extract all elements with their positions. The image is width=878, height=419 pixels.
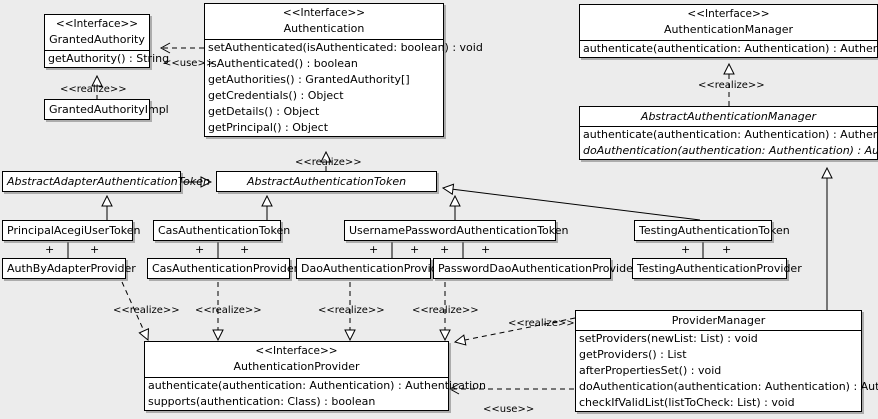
operations-compartment: authenticate(authentication: Authenticat… — [580, 40, 878, 57]
class-name: AbstractAuthenticationToken — [246, 175, 407, 188]
operations-compartment: authenticate(authentication: Authenticat… — [580, 126, 878, 159]
class-name: GrantedAuthority — [49, 33, 145, 46]
association-plus-marker: + — [90, 243, 100, 256]
association-plus-marker: + — [722, 243, 732, 256]
class-authentication-provider[interactable]: <<Interface>> AuthenticationProvider aut… — [144, 341, 486, 411]
class-name: ProviderManager — [671, 314, 766, 327]
class-testing-authentication-token[interactable]: TestingAuthenticationToken — [634, 220, 790, 241]
class-header: <<Interface>> GrantedAuthority — [45, 15, 149, 50]
class-password-dao-authentication-provider[interactable]: PasswordDaoAuthenticationProvider — [433, 258, 638, 279]
operation-item: supports(authentication: Class) : boolea… — [148, 395, 376, 408]
association-plus-marker: + — [45, 243, 55, 256]
operations-compartment: setAuthenticated(isAuthenticated: boolea… — [205, 39, 483, 136]
class-testing-authentication-provider[interactable]: TestingAuthenticationProvider — [632, 258, 802, 279]
class-username-password-authentication-token[interactable]: UsernamePasswordAuthenticationToken — [344, 220, 569, 241]
association-plus-marker: + — [481, 243, 491, 256]
class-name: AbstractAdapterAuthenticationToken — [7, 175, 210, 188]
relationship-label-realize-dao-provider: <<realize>> — [318, 305, 385, 316]
class-header: <<Interface>> AuthenticationManager — [580, 5, 877, 40]
class-name: UsernamePasswordAuthenticationToken — [349, 224, 569, 237]
operation-item: getCredentials() : Object — [208, 89, 344, 102]
class-name: AuthByAdapterProvider — [7, 262, 136, 275]
class-provider-manager[interactable]: ProviderManager setProviders(newList: Li… — [575, 310, 878, 412]
class-granted-authority-impl[interactable]: GrantedAuthorityImpl — [44, 99, 169, 120]
class-name: Authentication — [283, 22, 365, 35]
class-cas-authentication-provider[interactable]: CasAuthenticationProvider — [147, 258, 299, 279]
class-name: PasswordDaoAuthenticationProvider — [438, 262, 638, 275]
operation-item: afterPropertiesSet() : void — [579, 364, 722, 377]
operation-item: getDetails() : Object — [208, 105, 320, 118]
association-plus-marker: + — [440, 243, 450, 256]
relationship-label-realize-abstract-authentication-token: <<realize>> — [295, 157, 362, 168]
relationship-label-use-provider-manager: <<use>> — [483, 404, 535, 415]
class-name: AbstractAuthenticationManager — [640, 110, 817, 123]
operation-item: doAuthentication(authentication: Authent… — [579, 380, 878, 393]
class-authentication[interactable]: <<Interface>> Authentication setAuthenti… — [204, 3, 483, 137]
class-header: <<Interface>> Authentication — [205, 4, 443, 39]
operation-item: getAuthority() : String — [48, 52, 170, 65]
class-name: CasAuthenticationProvider — [152, 262, 299, 275]
relationship-label-realize-auth-by-adapter: <<realize>> — [113, 305, 180, 316]
class-auth-by-adapter-provider[interactable]: AuthByAdapterProvider — [2, 258, 136, 279]
stereotype-label: <<Interface>> — [687, 8, 770, 20]
operations-compartment: getAuthority() : String — [45, 50, 170, 67]
operation-item: getPrincipal() : Object — [208, 121, 329, 134]
class-name: GrantedAuthorityImpl — [49, 103, 169, 116]
relationship-label-realize-granted-authority-impl: <<realize>> — [60, 84, 127, 95]
association-plus-marker: + — [195, 243, 205, 256]
operation-item: authenticate(authentication: Authenticat… — [583, 128, 878, 141]
relationship-label-use-granted-authority: <<use>> — [163, 58, 215, 69]
operation-item: isAuthenticated() : boolean — [208, 57, 358, 70]
class-name: TestingAuthenticationToken — [639, 224, 790, 237]
relationship-label-realize-provider-manager: <<realize>> — [508, 318, 575, 329]
operation-item: checkIfValidList(listToCheck: List) : vo… — [579, 396, 795, 409]
operations-compartment: setProviders(newList: List) : void getPr… — [576, 330, 878, 411]
association-plus-marker: + — [681, 243, 691, 256]
class-abstract-authentication-token[interactable]: AbstractAuthenticationToken — [216, 171, 437, 192]
class-name: DaoAuthenticationProvider — [301, 262, 449, 275]
relationship-label-realize-cas-provider: <<realize>> — [195, 305, 262, 316]
class-header: <<Interface>> AuthenticationProvider — [145, 342, 448, 377]
class-dao-authentication-provider[interactable]: DaoAuthenticationProvider — [296, 258, 449, 279]
operation-item: doAuthentication(authentication: Authent… — [583, 144, 878, 157]
association-plus-marker: + — [410, 243, 420, 256]
class-cas-authentication-token[interactable]: CasAuthenticationToken — [153, 220, 291, 241]
stereotype-label: <<Interface>> — [55, 18, 139, 30]
class-abstract-adapter-authentication-token[interactable]: AbstractAdapterAuthenticationToken — [2, 171, 210, 192]
stereotype-label: <<Interface>> — [255, 345, 338, 357]
class-name: TestingAuthenticationProvider — [637, 262, 802, 275]
association-plus-marker: + — [369, 243, 379, 256]
class-authentication-manager[interactable]: <<Interface>> AuthenticationManager auth… — [579, 4, 878, 58]
class-granted-authority[interactable]: <<Interface>> GrantedAuthority getAuthor… — [44, 14, 170, 68]
operation-item: authenticate(authentication: Authenticat… — [583, 42, 878, 55]
operation-item: getAuthorities() : GrantedAuthority[] — [208, 73, 410, 86]
class-name: AuthenticationProvider — [233, 360, 360, 373]
class-name: AuthenticationManager — [664, 23, 793, 36]
operation-item: authenticate(authentication: Authenticat… — [148, 379, 486, 392]
stereotype-label: <<Interface>> — [282, 7, 366, 19]
association-plus-marker: + — [240, 243, 250, 256]
operation-item: setAuthenticated(isAuthenticated: boolea… — [208, 41, 483, 54]
operation-item: getProviders() : List — [579, 348, 687, 361]
class-abstract-authentication-manager[interactable]: AbstractAuthenticationManager authentica… — [579, 106, 878, 160]
class-name: PrincipalAcegiUserToken — [7, 224, 141, 237]
operation-item: setProviders(newList: List) : void — [579, 332, 758, 345]
relationship-label-realize-abstract-authentication-manager: <<realize>> — [698, 80, 765, 91]
relationship-label-realize-password-dao-provider: <<realize>> — [412, 305, 479, 316]
class-principal-acegi-user-token[interactable]: PrincipalAcegiUserToken — [2, 220, 141, 241]
operations-compartment: authenticate(authentication: Authenticat… — [145, 377, 486, 410]
class-name: CasAuthenticationToken — [158, 224, 291, 237]
